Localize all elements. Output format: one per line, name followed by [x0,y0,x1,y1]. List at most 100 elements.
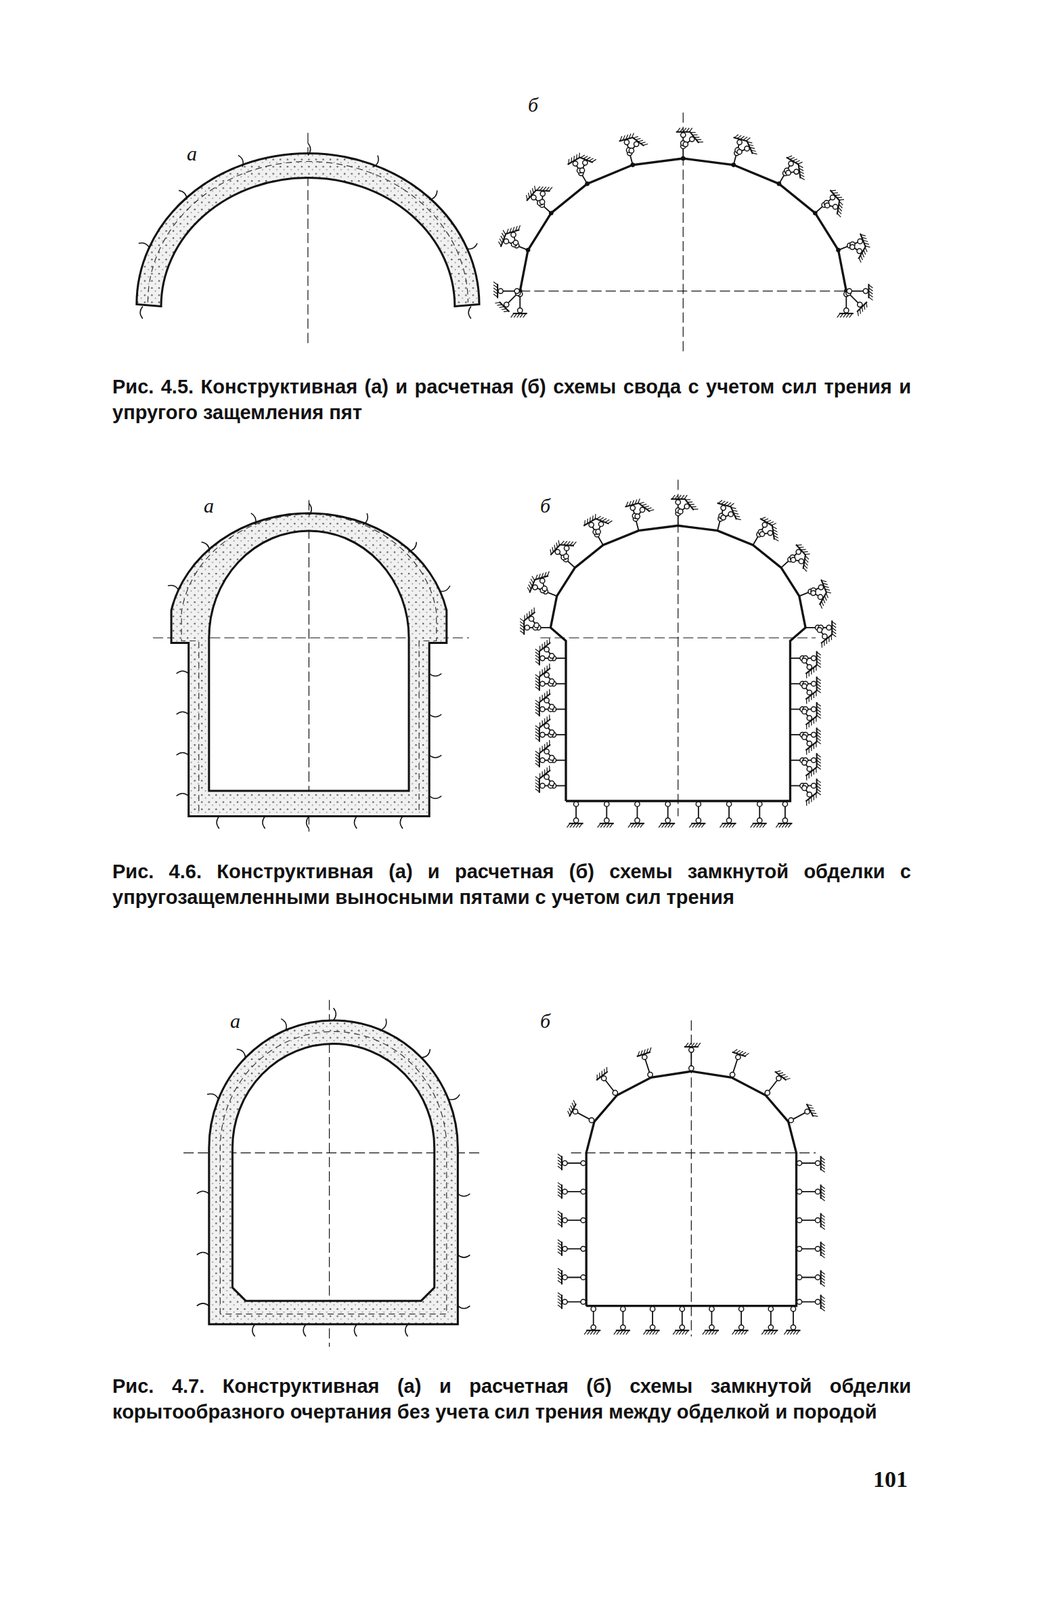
support-link [811,1112,817,1114]
support-link [546,665,548,671]
friction-mark [429,795,442,799]
support-link [792,159,798,162]
support-link [803,567,807,572]
support-link [816,791,822,795]
support-link [764,1330,769,1335]
support-link [535,683,540,688]
support-link [810,1110,815,1111]
support-link [861,237,867,239]
support-link [519,617,524,622]
support-link [620,136,623,141]
support-link [539,670,541,677]
support-link [557,1279,562,1284]
support-link [802,760,812,772]
support-link [557,1292,562,1296]
hinge [810,680,816,686]
hinge [757,801,763,807]
hinge [796,1274,802,1280]
support-link [632,500,635,505]
support-link [815,741,817,748]
support-link [821,1217,826,1221]
support-link [628,500,631,506]
support-link [822,582,828,585]
support-link [753,823,757,828]
friction-mark [138,242,150,249]
support-link [808,772,809,779]
support-link [556,542,558,547]
hinge [856,248,862,254]
hinge [737,139,742,145]
support-link [572,541,577,546]
support-link [816,689,822,694]
hinge [498,288,503,294]
support-link [576,154,578,160]
support-link [494,302,500,304]
support-link [831,621,836,625]
support-link [750,150,756,152]
friction-mark [307,142,311,156]
hinge [590,1324,596,1330]
support-link [493,284,498,289]
support-link [497,304,503,306]
hinge [549,678,555,684]
support-link [641,504,647,506]
support-link [816,651,822,656]
support-link [535,651,540,656]
hinge [549,755,555,761]
hinge [604,801,610,807]
friction-mark [400,816,403,829]
support-link [649,1047,651,1052]
support-link [815,792,817,799]
support-link [539,668,551,677]
support-link [640,1049,643,1055]
support-link [596,1330,600,1335]
friction-mark [457,1193,470,1197]
support-link [805,715,817,725]
support-link [684,1330,689,1335]
hinge [695,817,701,823]
figure-letter: а [186,143,197,164]
support-link [866,302,868,308]
support-link [535,686,540,690]
hinge [729,1071,735,1077]
support-link [826,638,828,644]
support-link [798,165,804,168]
support-link [726,502,732,506]
support-link [745,137,750,141]
hinge [796,1246,802,1251]
support-link [711,1330,715,1335]
support-link [536,186,541,191]
support-link [728,823,733,828]
support-link [821,1245,826,1249]
support-link [806,749,807,755]
support-link [626,501,629,507]
friction-mark [207,1093,219,1099]
support-link [702,1330,706,1335]
support-link [588,158,593,162]
hinge [540,757,545,763]
support-link [802,657,812,670]
support-link [554,544,556,550]
hinge [815,1274,821,1280]
hinge [562,1274,568,1280]
support-link [605,519,610,522]
support-link [697,141,704,143]
support-link [743,136,748,141]
support-link [740,136,745,140]
hinge [709,1306,715,1312]
support-link [535,702,540,706]
hinge [768,1306,773,1312]
support-link [544,641,545,648]
support-link [823,598,826,604]
support-link [529,581,533,586]
support-link [823,586,829,588]
support-link [816,785,822,789]
hinge [549,653,555,658]
hinge [540,783,545,788]
hinge [788,1117,794,1123]
support-link [816,683,822,688]
support-link [535,657,540,662]
support-link [606,1066,608,1073]
